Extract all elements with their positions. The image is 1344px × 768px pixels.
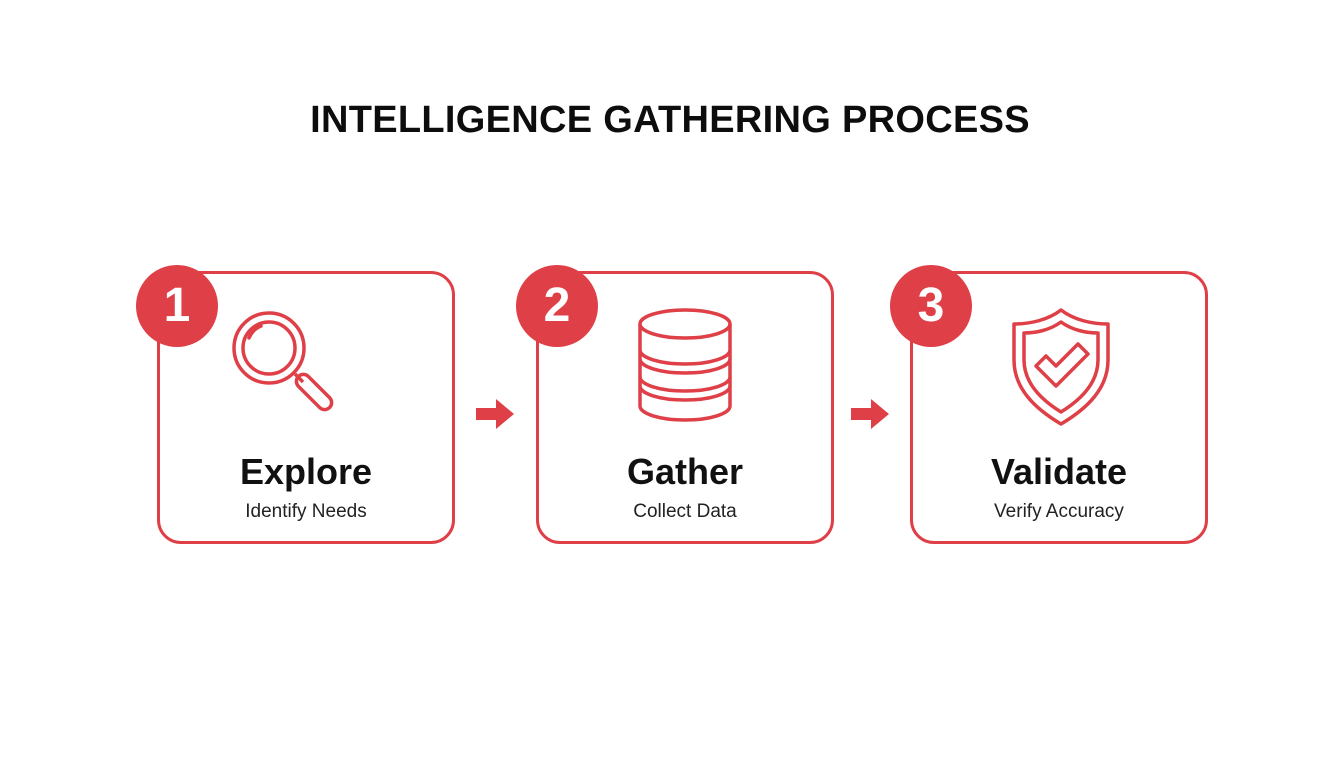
step-description: Identify Needs [245,501,367,522]
step-card-gather: Gather Collect Data [536,271,834,544]
step-number-badge: 3 [890,265,972,347]
arrow-right-icon [476,399,514,429]
step-number-badge: 1 [136,265,218,347]
magnifying-glass-icon [232,311,334,412]
step-description: Verify Accuracy [994,501,1124,522]
step-name: Explore [239,451,373,492]
step-number-badge: 2 [516,265,598,347]
step-card-explore: Explore Identify Needs [157,271,455,544]
diagram-title: INTELLIGENCE GATHERING PROCESS [310,99,1030,141]
step-name: Validate [990,451,1128,492]
step-name: Gather [626,451,744,492]
step-description: Collect Data [633,501,737,522]
arrow-right-icon [851,399,889,429]
shield-check-icon [1012,308,1110,426]
database-icon [638,308,732,422]
